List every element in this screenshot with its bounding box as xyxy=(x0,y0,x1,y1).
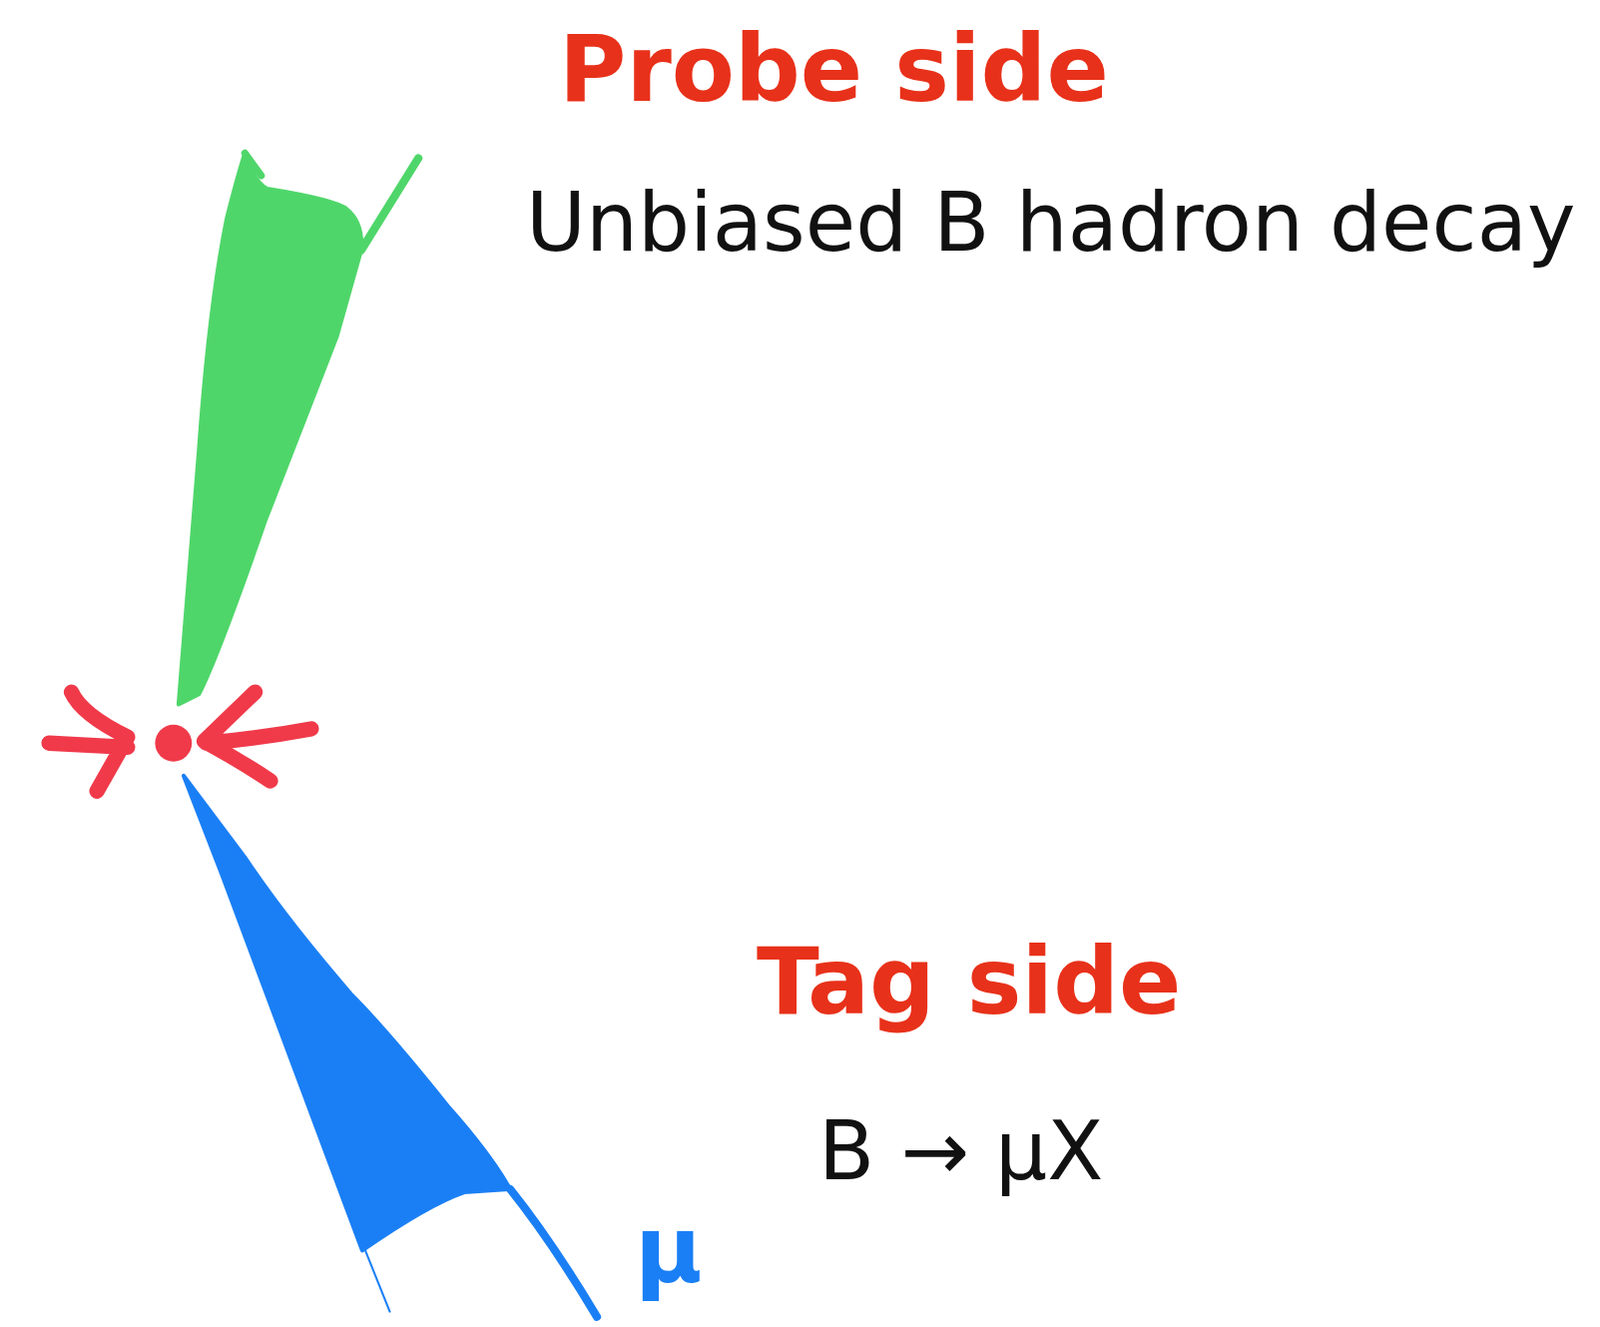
probe-side-description: Unbiased B hadron decay xyxy=(526,179,1576,266)
probe-jet-line xyxy=(361,157,419,250)
tag-jet-edge xyxy=(365,1249,391,1311)
interaction-point xyxy=(154,724,192,762)
muon-track xyxy=(510,1188,597,1317)
tag-side-decay: B → μX xyxy=(818,1107,1103,1194)
beam-right-arrow xyxy=(203,691,311,781)
probe-jet-cone xyxy=(178,152,362,704)
probe-jet-tick xyxy=(244,152,261,175)
tag-side-heading: Tag side xyxy=(756,934,1181,1032)
tag-jet-cone xyxy=(183,775,511,1250)
probe-side-heading: Probe side xyxy=(558,21,1109,119)
muon-label: μ xyxy=(634,1202,703,1300)
beam-left-arrow xyxy=(48,691,128,791)
